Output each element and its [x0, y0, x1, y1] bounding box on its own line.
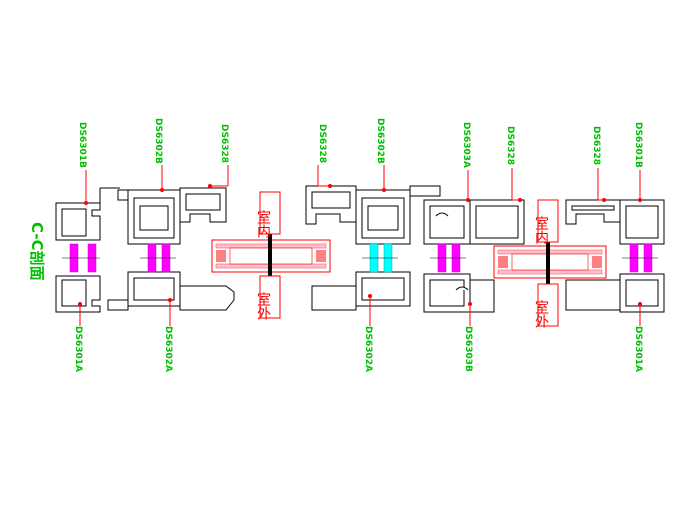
leader-lines — [78, 165, 642, 326]
glass-unit-left — [211, 232, 331, 280]
glass-unit-right — [493, 236, 607, 286]
exterior-label-right: 室外 — [533, 283, 559, 328]
label-bottom-2: DS6302A — [163, 326, 173, 372]
profile-group-center-right — [423, 199, 525, 313]
label-top-2: DS6302B — [153, 118, 163, 164]
exterior-label-left: 室外 — [255, 275, 281, 320]
label-top-6: DS6303A — [461, 122, 471, 168]
profile-group-left-frame — [55, 187, 120, 313]
label-top-4: DS6328 — [317, 124, 327, 163]
label-bottom-1: DS6301A — [73, 326, 83, 372]
exterior-text-right: 室外 — [533, 299, 549, 328]
label-top-3: DS6328 — [219, 124, 229, 163]
label-top-7: DS6328 — [505, 126, 515, 165]
label-top-1: DS6301B — [77, 122, 87, 168]
profile-group-right — [565, 199, 665, 313]
label-bottom-4: DS6303B — [463, 326, 473, 372]
profile-labels-bottom: DS6301A DS6302A DS6302A DS6303B DS6301A — [73, 326, 643, 372]
label-bottom-3: DS6302A — [363, 326, 373, 372]
label-bottom-5: DS6301A — [633, 326, 643, 372]
interior-text-left: 室内 — [255, 209, 271, 239]
thermal-break-gaskets — [62, 243, 658, 273]
label-top-5: DS6302B — [375, 118, 385, 164]
interior-label-left: 室内 — [255, 191, 281, 239]
exterior-text-left: 室外 — [255, 291, 271, 320]
section-title: C-C剖面 — [28, 222, 46, 281]
profile-labels-top: DS6301B DS6302B DS6328 DS6328 DS6302B DS… — [77, 118, 643, 168]
interior-label-right: 室内 — [533, 199, 559, 245]
label-top-8: DS6328 — [591, 126, 601, 165]
label-top-9: DS6301B — [633, 122, 643, 168]
interior-text-right: 室内 — [533, 215, 549, 245]
profile-group-left-sash — [107, 187, 235, 311]
